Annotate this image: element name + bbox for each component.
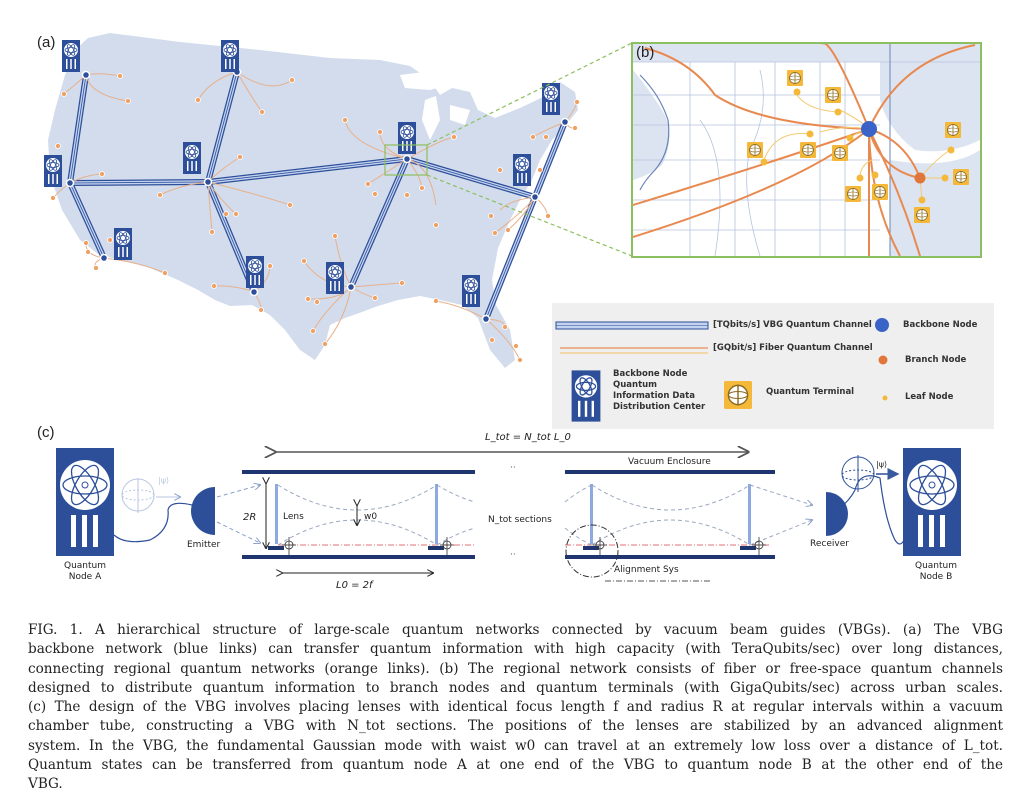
- legend-graphics: [555, 318, 889, 423]
- panel-a-label: (a): [37, 34, 56, 51]
- inset-branch-node: [914, 172, 926, 184]
- legend: [TQbits/s] VBG Quantum Channel [GQbit/s]…: [552, 303, 994, 429]
- caption-line: backbone network (blue links) can transf…: [28, 641, 1003, 658]
- emitter-label: Emitter: [187, 540, 221, 550]
- fiber-channel-swatch: [560, 347, 708, 354]
- us-landmass: [48, 33, 578, 368]
- leaf-node-swatch: [882, 395, 888, 401]
- bloch-sphere-a-icon: [121, 478, 180, 513]
- panel-c-label: (c): [37, 424, 55, 441]
- caption-line: Quantum states can be transferred from q…: [28, 757, 1003, 774]
- node-a-label-line1: Quantum: [64, 561, 106, 571]
- quantum-node-a-icon: [56, 448, 114, 556]
- legend-leaf-node: Leaf Node: [905, 392, 954, 402]
- zoom-region-box: [384, 144, 428, 176]
- receiver-label: Receiver: [810, 539, 849, 549]
- regional-inset-map: [631, 42, 982, 258]
- vacuum-enclosure-label: Vacuum Enclosure: [628, 457, 711, 467]
- legend-quantum-terminal: Quantum Terminal: [766, 387, 855, 397]
- legend-vbg-channel: [TQbits/s] VBG Quantum Channel: [713, 320, 872, 330]
- caption-line: connecting regional quantum networks (or…: [28, 660, 1003, 677]
- ket-label-a: |ψ⟩: [158, 476, 169, 485]
- quantum-terminal-swatch: [723, 380, 753, 410]
- inset-backbone-node: [861, 121, 877, 137]
- total-length-label: L_tot = N_tot L_0: [485, 432, 571, 443]
- caption-line: (c) The design of the VBG involves placi…: [28, 699, 1003, 716]
- alignment-sys-label: Alignment Sys: [614, 565, 679, 575]
- caption-line: chamber tube, constructing a VBG with N_…: [28, 718, 1003, 735]
- legend-fiber-channel: [GQbit/s] Fiber Quantum Channel: [713, 343, 873, 353]
- legend-branch-node: Branch Node: [905, 355, 967, 365]
- figure-caption: FIG. 1. A hierarchical structure of larg…: [28, 621, 1003, 795]
- branch-node-swatch: [878, 355, 888, 365]
- section-length-label: L0 = 2f: [336, 580, 374, 591]
- two-r-label: 2R: [243, 512, 256, 523]
- emitter-icon: [191, 487, 215, 535]
- caption-line: FIG. 1. A hierarchical structure of larg…: [28, 622, 1003, 638]
- alignment-system-highlight: [565, 524, 619, 578]
- legend-data-center-line: Distribution Center: [613, 402, 706, 412]
- node-a-label-line2: Node A: [69, 572, 102, 582]
- waist-label: w0: [364, 512, 377, 522]
- caption-line: designed to distribute quantum informati…: [28, 679, 1003, 696]
- quantum-node-b-icon: [903, 448, 961, 556]
- ellipsis-bottom: ··: [510, 550, 516, 560]
- sections-label: N_tot sections: [488, 515, 552, 525]
- ellipsis-top: ··: [510, 463, 516, 473]
- node-b-label-line2: Node B: [920, 572, 953, 582]
- figure-canvas: L_tot = N_tot L_0 Vacuum Enclosure 2R Le…: [43, 33, 982, 591]
- receiver-icon: [826, 492, 848, 536]
- panel-b-label: (b): [636, 44, 655, 61]
- legend-data-center-line: Backbone Node: [613, 369, 688, 379]
- legend-data-center: Backbone Node Quantum Information Data D…: [613, 369, 705, 413]
- ket-label-b: |ψ⟩: [876, 460, 887, 469]
- vbg-diagram: L_tot = N_tot L_0 Vacuum Enclosure 2R Le…: [56, 432, 961, 591]
- caption-line: VBG.: [28, 776, 63, 793]
- lens-label: Lens: [283, 512, 304, 522]
- data-center-swatch: [570, 369, 602, 423]
- backbone-node-swatch: [875, 318, 889, 332]
- leaf-nodes: [50, 73, 580, 363]
- bloch-sphere-b-icon: [841, 455, 900, 492]
- vbg-channel-swatch: [555, 321, 709, 330]
- legend-data-center-line: Quantum: [613, 380, 658, 390]
- node-b-label-line1: Quantum: [915, 561, 957, 571]
- us-map: [48, 33, 578, 368]
- legend-backbone-node: Backbone Node: [903, 320, 978, 330]
- caption-line: system. In the VBG, the fundamental Gaus…: [28, 737, 1003, 754]
- legend-data-center-line: Information Data: [613, 391, 695, 401]
